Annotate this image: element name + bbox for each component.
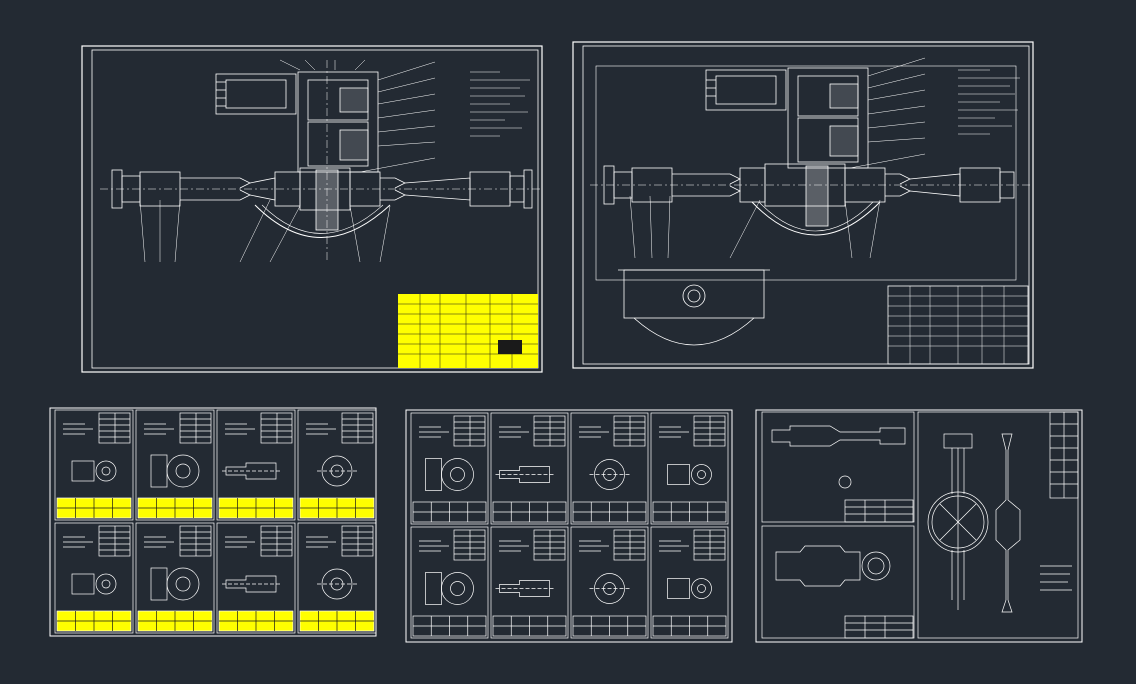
part-sheet-group-2[interactable] xyxy=(405,409,733,643)
part-drawing-sheet[interactable] xyxy=(570,412,649,525)
title-block-yellow xyxy=(218,610,294,632)
assembly-sheet-b[interactable] xyxy=(572,41,1034,369)
housing-bottom-view xyxy=(618,269,770,346)
part-number-leaders xyxy=(139,59,436,263)
title-block-white xyxy=(652,615,727,637)
technical-notes xyxy=(470,71,530,137)
title-block-white xyxy=(652,501,727,523)
part-drawing-sheet[interactable] xyxy=(490,526,569,639)
part-drawing-sheet[interactable] xyxy=(135,409,215,521)
part-drawing-sheet[interactable] xyxy=(650,412,729,525)
assembly-sheet-a[interactable] xyxy=(81,45,543,373)
title-block-white xyxy=(492,501,567,523)
title-block-yellow xyxy=(137,497,213,519)
title-block-yellow xyxy=(137,610,213,632)
axle-housing-drawing xyxy=(590,163,1030,236)
part-sheet-group-1[interactable] xyxy=(49,407,377,637)
title-block-yellow xyxy=(56,610,132,632)
part-sheet-group-3[interactable] xyxy=(755,409,1083,643)
part-drawing-sheet[interactable] xyxy=(297,522,377,634)
part-drawing-sheet[interactable] xyxy=(570,526,649,639)
reducer-section-drawing xyxy=(215,60,379,262)
part-drawing-sheet[interactable] xyxy=(216,522,296,634)
title-block-white xyxy=(412,615,487,637)
title-block-white xyxy=(492,615,567,637)
part-drawing-sheet[interactable] xyxy=(410,526,489,639)
title-block-white xyxy=(572,615,647,637)
axle-housing-drawing xyxy=(100,167,540,238)
part-drawing-sheet[interactable] xyxy=(54,409,134,521)
title-block-yellow xyxy=(56,497,132,519)
title-block-white xyxy=(887,285,1029,365)
part-drawing-sheet[interactable] xyxy=(410,412,489,525)
title-block-white xyxy=(572,501,647,523)
reducer-section-drawing xyxy=(705,67,869,227)
part-drawing-sheet[interactable] xyxy=(650,526,729,639)
title-block-yellow xyxy=(398,294,538,368)
title-block-yellow xyxy=(299,610,375,632)
part-drawing-sheet[interactable] xyxy=(54,522,134,634)
title-block-yellow xyxy=(299,497,375,519)
part-number-leaders xyxy=(629,57,926,259)
part-drawing-sheet[interactable] xyxy=(297,409,377,521)
title-block-white xyxy=(412,501,487,523)
technical-notes xyxy=(958,69,1020,135)
part-drawing-sheet[interactable] xyxy=(216,409,296,521)
part-drawing-sheet[interactable] xyxy=(490,412,569,525)
part-drawing-sheet[interactable] xyxy=(135,522,215,634)
title-block-yellow xyxy=(218,497,294,519)
